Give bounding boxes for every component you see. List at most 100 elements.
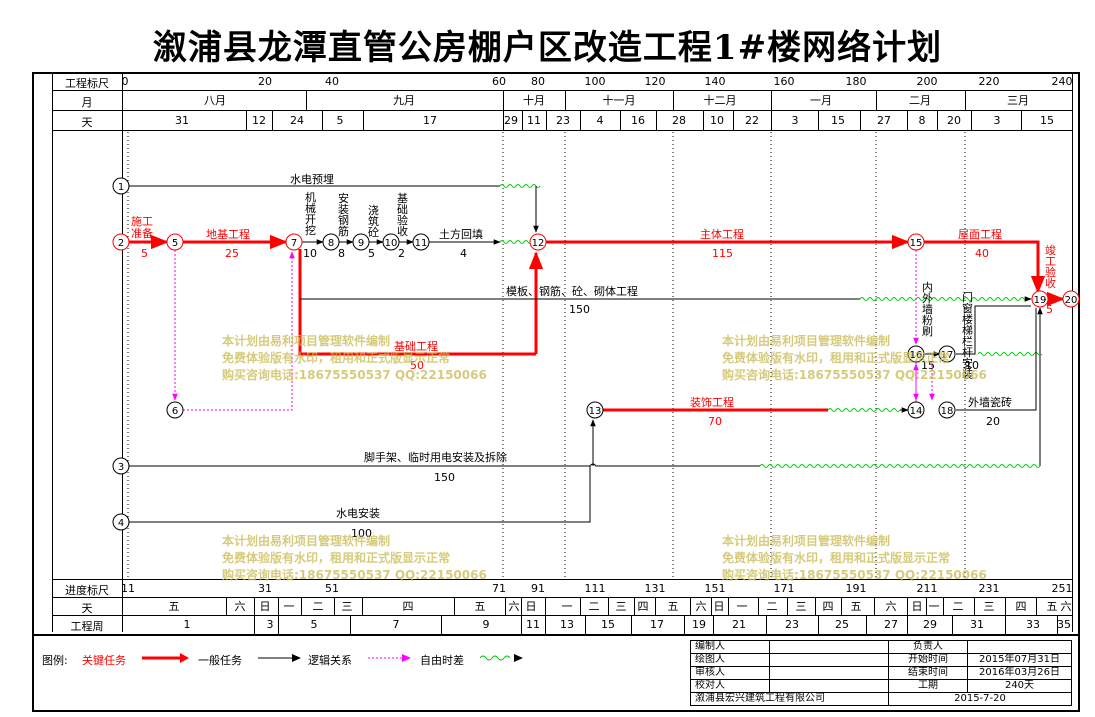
weekday-cell: 五 — [850, 600, 862, 613]
grid-line — [545, 615, 546, 634]
task-duration: 8 — [338, 247, 345, 260]
critical-task-line — [298, 249, 536, 356]
week-cell: 11 — [526, 618, 540, 631]
weekday-cell: 一 — [561, 600, 573, 613]
progress-tick: 31 — [258, 582, 272, 595]
week-cell: 29 — [923, 618, 937, 631]
weekday-cell: 三 — [615, 600, 627, 613]
progress-tick: 111 — [584, 582, 606, 595]
grid-line — [505, 597, 506, 615]
float-line — [759, 464, 1041, 468]
grid-line — [246, 110, 247, 130]
grid-line — [585, 615, 586, 634]
month-cell: 二月 — [909, 94, 931, 107]
legend-normal: 一般任务 — [198, 654, 242, 667]
event-node — [112, 233, 130, 251]
grid-line — [441, 615, 442, 634]
task-name: 竣工验收 — [1045, 244, 1056, 290]
legend-label: 图例: — [42, 654, 68, 667]
grid-line — [690, 597, 691, 615]
start-label: 开始时间 — [888, 653, 968, 667]
day-cell: 10 — [710, 114, 724, 127]
grid-line — [522, 110, 523, 130]
task-line — [129, 466, 591, 523]
week-cell: 31 — [970, 618, 984, 631]
progress-tick: 11 — [121, 582, 135, 595]
footer-day-label: 天 — [81, 602, 93, 615]
node-number: 17 — [941, 350, 954, 361]
weekday-cell: 二 — [766, 600, 778, 613]
day-cell: 3 — [993, 114, 1001, 127]
grid-line — [631, 615, 632, 634]
scale-tick: 240 — [1051, 75, 1073, 88]
event-node — [322, 233, 340, 251]
progress-tick: 171 — [773, 582, 795, 595]
day-cell: 8 — [918, 114, 926, 127]
task-name: 内外墙粉刷 — [922, 281, 933, 338]
task-name: 屋面工程 — [958, 228, 1002, 241]
event-node — [529, 233, 547, 251]
grid-line — [52, 110, 1072, 111]
duration-label: 工期 — [888, 679, 968, 693]
grid-line — [907, 615, 908, 634]
grid-line — [860, 110, 861, 130]
grid-line — [818, 615, 819, 634]
grid-line — [907, 597, 908, 615]
task-name: 基础工程 — [394, 340, 438, 353]
task-duration: 5 — [1046, 303, 1053, 316]
event-node — [285, 233, 303, 251]
task-duration: 15 — [921, 359, 935, 372]
weekday-cell: 二 — [952, 600, 964, 613]
node-number: 9 — [358, 238, 364, 249]
grid-line — [974, 597, 975, 615]
weekday-cell: 四 — [402, 600, 414, 613]
week-cell: 7 — [392, 618, 400, 631]
event-node — [166, 401, 184, 419]
week-cell: 35 — [1057, 618, 1071, 631]
grid-line — [1005, 597, 1006, 615]
grid-line — [656, 110, 657, 130]
month-cell: 十一月 — [602, 94, 636, 107]
event-node — [412, 233, 430, 251]
grid-line — [758, 597, 759, 615]
watermark-line: 免费体验版有水印，租用和正式版显示正常 — [222, 351, 451, 365]
grid-line — [363, 110, 364, 130]
node-number: 18 — [941, 406, 954, 417]
day-cell: 23 — [556, 114, 570, 127]
day-cell: 17 — [423, 114, 437, 127]
task-duration: 20 — [986, 415, 1000, 428]
task-line — [129, 463, 760, 467]
watermark-line: 本计划由易利项目管理软件编制 — [722, 334, 891, 348]
task-duration: 50 — [410, 359, 424, 372]
node-number: 14 — [910, 406, 923, 417]
grid-line — [565, 90, 566, 110]
week-label: 工程周 — [70, 620, 104, 633]
task-name: 地基工程 — [206, 228, 250, 241]
grid-line — [52, 130, 1072, 131]
progress-tick: 71 — [492, 582, 506, 595]
day-cell: 3 — [791, 114, 799, 127]
day-cell: 4 — [596, 114, 604, 127]
watermark-line: 本计划由易利项目管理软件编制 — [222, 334, 391, 348]
float-arrow-icon — [479, 654, 523, 662]
node-number: 16 — [910, 350, 923, 361]
scale-tick: 40 — [325, 75, 339, 88]
task-duration: 40 — [975, 247, 989, 260]
day-cell: 27 — [877, 114, 891, 127]
float-line — [499, 240, 533, 244]
critical-arrow-icon — [142, 653, 189, 663]
task-name: 水电预埋 — [290, 173, 334, 186]
checker-label: 校对人 — [690, 679, 770, 693]
grid-line — [728, 597, 729, 615]
weekday-cell: 六 — [885, 600, 897, 613]
task-duration: 4 — [460, 247, 467, 260]
grid-line — [965, 90, 966, 110]
grid-line — [454, 597, 455, 615]
float-line — [499, 184, 541, 188]
watermark-line: 购买咨询电话:18675550537 QQ:22150066 — [222, 368, 487, 382]
grid-line — [52, 615, 1072, 616]
month-cell: 十二月 — [703, 94, 737, 107]
task-name: 脚手架、临时用电安装及拆除 — [364, 451, 507, 464]
scale-tick: 140 — [704, 75, 726, 88]
node-number: 11 — [415, 238, 428, 249]
